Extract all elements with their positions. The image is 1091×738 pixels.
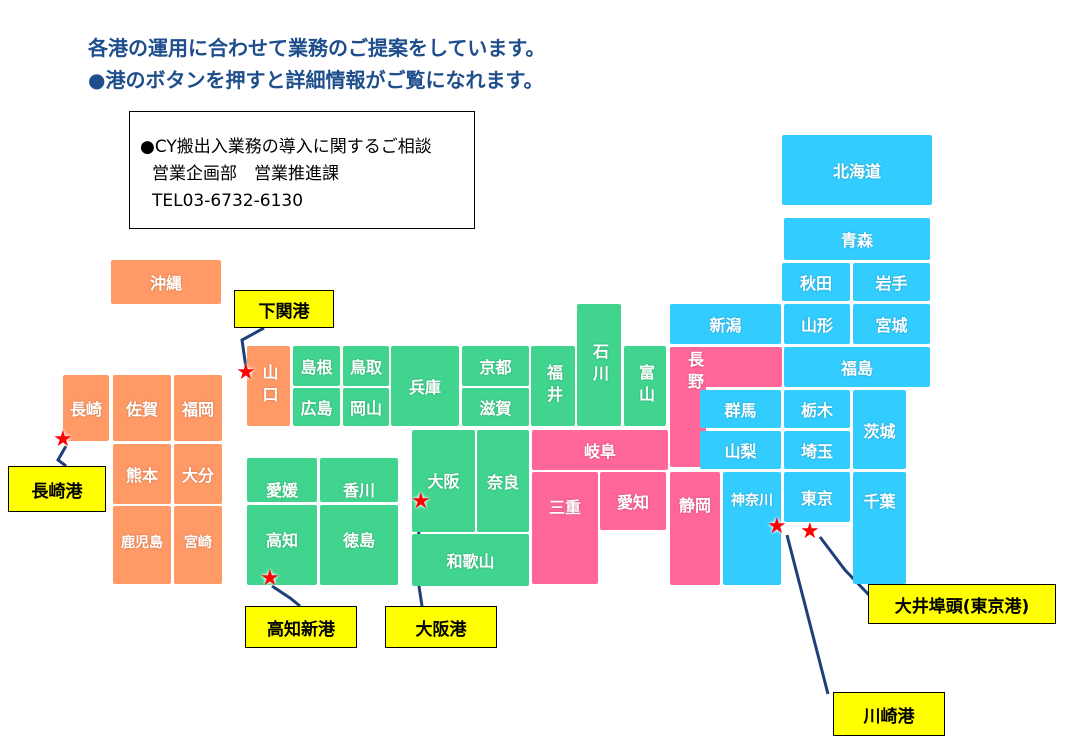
contact-tel: TEL03-6732-6130	[152, 191, 304, 211]
pref-miyazaki[interactable]: 宮崎	[174, 506, 222, 584]
header-line-2: ●港のボタンを押すと詳細情報がご覧になれます。	[88, 68, 544, 92]
pref-shizuoka[interactable]: 静岡	[670, 472, 720, 585]
header-line-1: 各港の運用に合わせて業務のご提案をしています。	[88, 36, 546, 60]
pref-aomori[interactable]: 青森	[784, 218, 930, 260]
port-star-icon[interactable]: ★	[767, 514, 787, 539]
pref-yamanashi[interactable]: 山梨	[700, 431, 781, 469]
pref-okayama[interactable]: 岡山	[343, 388, 389, 426]
pref-niigata[interactable]: 新潟	[670, 304, 781, 344]
pref-oita[interactable]: 大分	[174, 444, 222, 504]
pref-okinawa[interactable]: 沖縄	[111, 260, 221, 304]
pref-aichi[interactable]: 愛知	[600, 472, 666, 530]
port-button-nagasaki[interactable]: 長崎港	[8, 466, 106, 512]
pref-toyama[interactable]: 富山	[624, 346, 666, 426]
pref-kagoshima[interactable]: 鹿児島	[113, 506, 171, 584]
pref-tochigi[interactable]: 栃木	[784, 390, 850, 428]
pref-hiroshima[interactable]: 広島	[293, 388, 340, 426]
pref-fukui[interactable]: 福井	[531, 346, 575, 426]
port-star-icon[interactable]: ★	[411, 489, 431, 514]
pref-hyogo[interactable]: 兵庫	[391, 346, 459, 426]
port-star-icon[interactable]: ★	[53, 427, 73, 452]
pref-iwate[interactable]: 岩手	[853, 263, 930, 301]
pref-ibaraki[interactable]: 茨城	[853, 390, 906, 469]
pref-nagasaki[interactable]: 長崎	[63, 375, 109, 441]
port-button-oi-tokyo[interactable]: 大井埠頭(東京港)	[868, 584, 1056, 624]
pref-yamaguchi[interactable]: 山口	[247, 346, 290, 426]
pref-gifu[interactable]: 岐阜	[532, 430, 668, 470]
pref-ishikawa[interactable]: 石川	[577, 304, 621, 426]
pref-shiga[interactable]: 滋賀	[462, 388, 529, 426]
pref-saitama[interactable]: 埼玉	[784, 431, 850, 469]
pref-akita[interactable]: 秋田	[782, 263, 850, 301]
contact-title: ●CY搬出入業務の導入に関するご相談	[140, 137, 432, 157]
contact-box: ●CY搬出入業務の導入に関するご相談 営業企画部 営業推進課 TEL03-673…	[129, 111, 475, 229]
pref-kanagawa[interactable]: 神奈川	[723, 472, 781, 585]
pref-hokkaido[interactable]: 北海道	[782, 135, 932, 205]
pref-fukuoka[interactable]: 福岡	[174, 375, 222, 441]
pref-wakayama[interactable]: 和歌山	[412, 534, 529, 586]
port-button-kawasaki[interactable]: 川崎港	[833, 692, 945, 736]
pref-yamagata[interactable]: 山形	[784, 304, 850, 344]
pref-saga[interactable]: 佐賀	[113, 375, 171, 441]
pref-gunma[interactable]: 群馬	[700, 390, 781, 428]
pref-mie[interactable]: 三重	[532, 472, 598, 584]
port-button-kochi[interactable]: 高知新港	[245, 606, 357, 648]
port-star-icon[interactable]: ★	[260, 566, 280, 591]
port-star-icon[interactable]: ★	[236, 360, 256, 385]
pref-tottori[interactable]: 鳥取	[343, 346, 389, 386]
pref-nara[interactable]: 奈良	[477, 430, 529, 532]
contact-dept: 営業企画部 営業推進課	[152, 164, 339, 184]
pref-chiba[interactable]: 千葉	[853, 472, 906, 584]
port-star-icon[interactable]: ★	[800, 519, 820, 544]
port-button-osaka[interactable]: 大阪港	[385, 606, 497, 648]
pref-kyoto[interactable]: 京都	[462, 346, 529, 386]
pref-kochi[interactable]: 高知	[247, 505, 317, 585]
pref-miyagi[interactable]: 宮城	[853, 304, 930, 344]
pref-osaka[interactable]: 大阪	[412, 430, 475, 532]
pref-fukushima[interactable]: 福島	[784, 347, 930, 387]
pref-kagawa[interactable]: 香川	[320, 458, 398, 502]
pref-shimane[interactable]: 島根	[293, 346, 340, 386]
pref-ehime[interactable]: 愛媛	[247, 458, 317, 502]
pref-kumamoto[interactable]: 熊本	[113, 444, 171, 504]
pref-tokyo[interactable]: 東京	[784, 472, 850, 522]
pref-tokushima[interactable]: 徳島	[320, 505, 398, 585]
port-button-shimonoseki[interactable]: 下関港	[234, 290, 334, 328]
